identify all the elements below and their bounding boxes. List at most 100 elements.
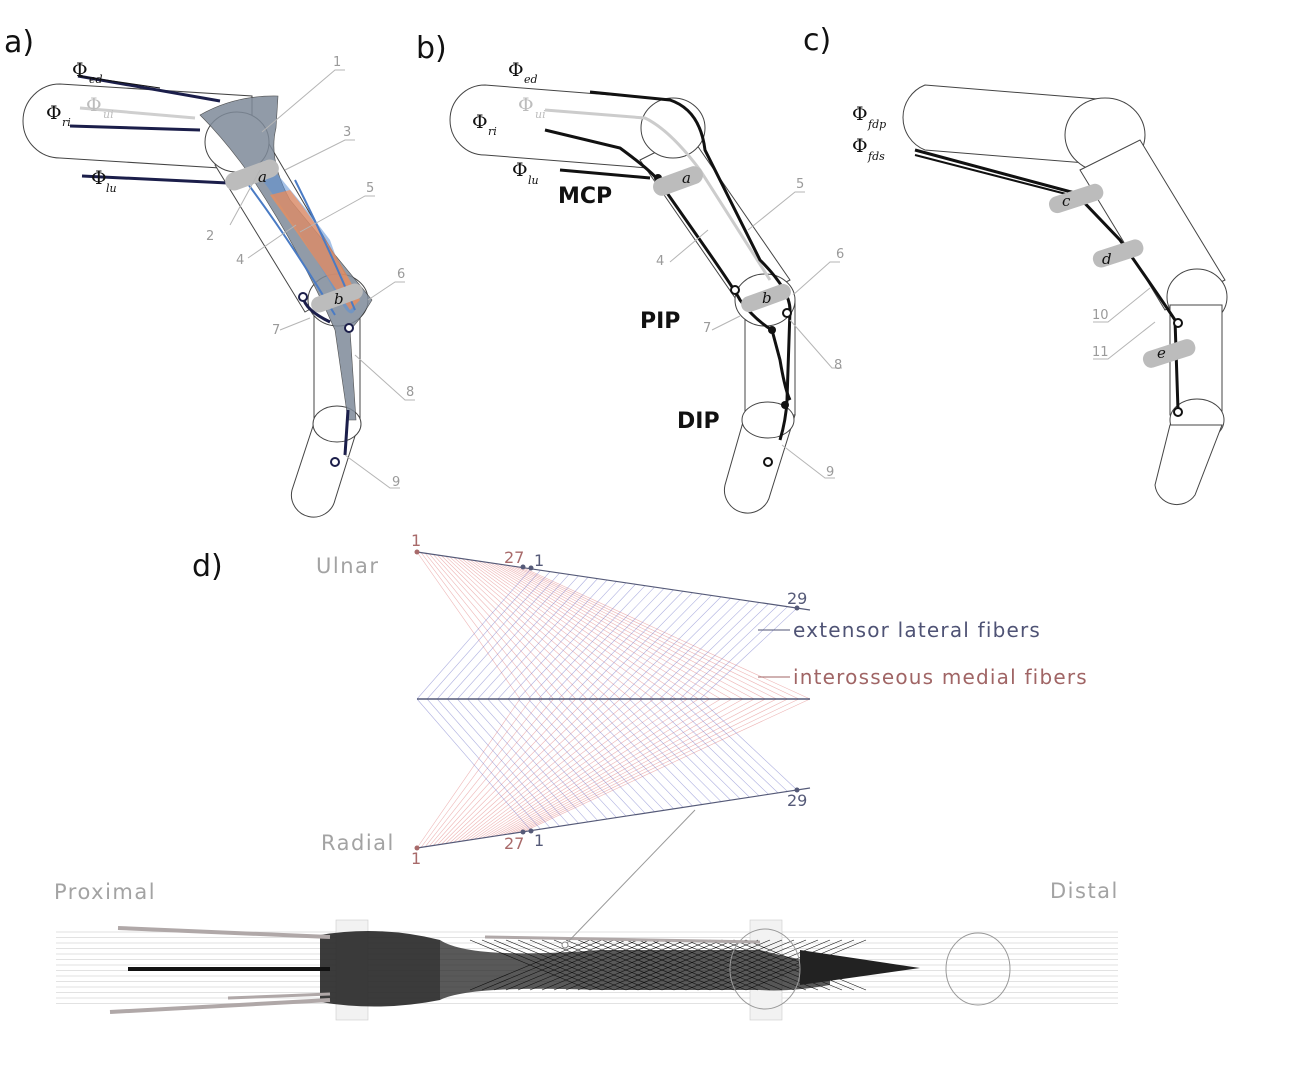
callout-3: 3 <box>343 125 351 140</box>
red-fiber-ulnar <box>417 552 520 699</box>
joint-label-pip: PIP <box>640 309 680 334</box>
force-ed-symbol-a: Φ <box>72 59 88 81</box>
callout-7-a: 7 <box>272 323 280 338</box>
red-fiber-ulnar <box>486 562 709 699</box>
force-ri-sub-a: ri <box>62 116 71 129</box>
callout-4-b: 4 <box>656 254 664 269</box>
ulnar-blue-start-dot <box>529 566 534 571</box>
blue-fiber-radial <box>468 699 579 823</box>
pulley-label-c: c <box>1062 192 1071 210</box>
pulley-label-b-panel-a: b <box>334 290 344 308</box>
pointer-anchor <box>562 942 568 948</box>
blue-fiber-radial <box>639 699 740 799</box>
callout-5-b: 5 <box>796 177 804 192</box>
radial-red-start-num: 1 <box>411 849 421 868</box>
callout-6-a: 6 <box>397 267 405 282</box>
red-fiber-ulnar <box>421 553 531 699</box>
blue-fiber-ulnar <box>427 570 540 699</box>
panel-c-finger: c d e <box>903 85 1227 505</box>
dip-joint-sphere <box>946 933 1010 1005</box>
callout-8-a: 8 <box>406 385 414 400</box>
red-fiber-ulnar <box>437 555 575 699</box>
blue-fiber-radial <box>478 699 588 822</box>
callout-4-a: 4 <box>236 253 244 268</box>
pulley-label-a-panel-b: a <box>682 169 691 187</box>
force-fds-sub: fds <box>867 150 885 163</box>
red-fiber-radial <box>499 699 744 836</box>
panel-c-forces: Φ fdp Φ fds <box>852 103 886 163</box>
blue-fiber-radial <box>599 699 702 804</box>
straight-finger-view: Proximal Distal <box>54 810 1119 1020</box>
force-ui-symbol-b: Φ <box>518 94 534 116</box>
force-lu-symbol-a: Φ <box>91 167 107 189</box>
blue-fiber-ulnar <box>660 602 759 699</box>
ulnar-blue-start-num: 1 <box>534 551 544 570</box>
fiber-diagram: Ulnar Radial 1 27 1 29 1 27 1 29 extenso… <box>316 531 1088 868</box>
panel-c-callout-numbers: 10 11 <box>1092 308 1109 360</box>
red-fiber-radial <box>515 699 788 833</box>
callout-11: 11 <box>1092 345 1109 360</box>
force-ed-sub-a: ed <box>89 73 103 86</box>
red-fiber-radial <box>490 699 720 837</box>
blue-fiber-radial <box>670 699 769 794</box>
blue-fiber-ulnar <box>478 577 588 699</box>
red-fiber-radial <box>421 699 531 847</box>
force-fds-symbol: Φ <box>852 135 868 157</box>
red-fiber-radial <box>486 699 709 837</box>
force-ed-symbol-b: Φ <box>508 59 524 81</box>
blue-fiber-radial <box>548 699 654 812</box>
red-fiber-radial <box>433 699 564 846</box>
red-fiber-ulnar <box>523 568 810 699</box>
blue-fiber-radial <box>700 699 797 790</box>
callout-7-b: 7 <box>703 321 711 336</box>
joint-label-mcp: MCP <box>558 184 612 209</box>
radial-interosseous-tendon <box>110 1000 330 1012</box>
callout-9-a: 9 <box>392 475 400 490</box>
panel-b-finger: a b MCP PIP DIP <box>450 85 795 513</box>
red-fiber-ulnar <box>507 565 766 699</box>
legend-extensor-lateral: extensor lateral fibers <box>793 618 1041 642</box>
force-ed-sub-b: ed <box>524 73 538 86</box>
panel-a-finger: a b <box>23 76 372 517</box>
blue-fiber-radial <box>649 699 749 797</box>
blue-fiber-ulnar <box>447 573 559 699</box>
force-ui-sub-a: ui <box>103 108 114 121</box>
force-lu-symbol-b: Φ <box>512 159 528 181</box>
force-ri-symbol-a: Φ <box>46 102 62 124</box>
red-fiber-radial <box>450 699 610 843</box>
blue-fiber-radial <box>569 699 674 809</box>
panel-label-c: c) <box>803 23 831 58</box>
blue-fiber-ulnar <box>417 569 531 699</box>
blue-fiber-radial <box>680 699 778 793</box>
force-ui-sub-b: ui <box>535 108 546 121</box>
blue-fiber-ulnar <box>649 601 749 699</box>
lumbrical-tendon <box>228 994 330 998</box>
force-ri-symbol-b: Φ <box>472 111 488 133</box>
pulley-label-e: e <box>1157 344 1166 362</box>
force-fdp-sub: fdp <box>867 118 886 131</box>
red-fiber-ulnar <box>446 556 599 699</box>
blue-fiber-radial <box>417 699 531 831</box>
red-fiber-ulnar <box>499 564 744 699</box>
red-fiber-radial <box>482 699 698 838</box>
blue-fiber-radial <box>447 699 559 826</box>
pointer-to-fiber-diagram <box>565 810 695 945</box>
red-fiber-ulnar <box>494 563 731 699</box>
joint-label-dip: DIP <box>677 409 720 434</box>
blue-fiber-radial <box>660 699 759 796</box>
blue-fiber-ulnar <box>700 608 797 699</box>
red-fiber-radial <box>437 699 575 845</box>
ulnar-blue-end-num: 29 <box>787 589 807 608</box>
terminal-tendon <box>800 950 920 985</box>
red-fiber-ulnar <box>433 554 564 699</box>
ulnar-red-end-num: 27 <box>504 548 524 567</box>
red-fiber-ulnar <box>519 567 799 699</box>
red-fiber-radial <box>519 699 799 832</box>
blue-fiber-radial <box>589 699 693 806</box>
blue-fiber-ulnar <box>639 600 740 699</box>
callout-6-b: 6 <box>836 247 844 262</box>
callout-5-a: 5 <box>366 181 374 196</box>
red-fiber-radial <box>503 699 755 835</box>
extensor-hood-proximal <box>320 931 440 1007</box>
callout-1: 1 <box>333 55 341 70</box>
